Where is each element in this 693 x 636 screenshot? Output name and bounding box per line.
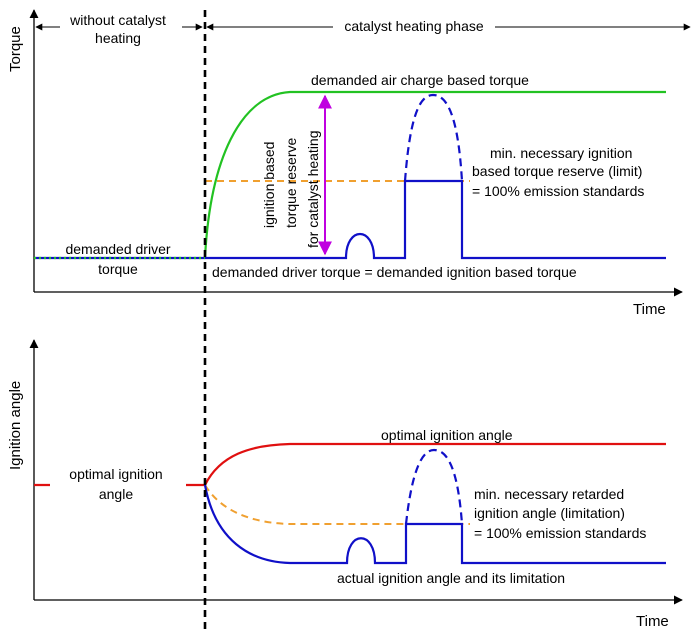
retard-limit-line (204, 484, 666, 525)
air-charge-torque-curve (203, 90, 666, 259)
angle-dashed-peak (404, 448, 464, 525)
optimal-left-label-1: optimal ignition (69, 466, 162, 482)
retard-label-1: min. necessary retarded (474, 486, 624, 502)
actual-angle-label: actual ignition angle and its limitation (337, 570, 565, 586)
optimal-left-label-2: angle (99, 486, 133, 502)
optimal-angle-curve (204, 442, 666, 486)
limit-label-1: min. necessary ignition (490, 145, 632, 161)
reserve-label-3: for catalyst heating (305, 130, 321, 248)
bottom-x-axis-title: Time (636, 613, 669, 630)
equality-label: demanded driver torque = demanded igniti… (212, 264, 577, 280)
phase-left-label-2: heating (95, 30, 141, 46)
driver-torque-label-2: torque (98, 261, 138, 277)
bottom-y-axis-title: Ignition angle (7, 381, 24, 470)
optimal-right-label: optimal ignition angle (381, 427, 513, 443)
limit-label-3: = 100% emission standards (472, 183, 644, 199)
phase-left-label-1: without catalyst (69, 12, 166, 28)
retard-label-3: = 100% emission standards (474, 525, 646, 541)
reserve-label-1: ignition based (261, 142, 277, 228)
torque-dashed-peak (403, 93, 464, 182)
reserve-label-2: torque reserve (283, 138, 299, 228)
limit-label-2: based torque reserve (limit) (472, 163, 642, 179)
driver-torque-label-1: demanded driver (65, 241, 170, 257)
retard-label-2: ignition angle (limitation) (474, 505, 625, 521)
phase-right-label: catalyst heating phase (344, 18, 484, 34)
actual-angle-curve (203, 484, 666, 565)
air-charge-label: demanded air charge based torque (311, 72, 529, 88)
top-x-axis-title: Time (633, 301, 666, 318)
top-y-axis-title: Torque (7, 26, 24, 72)
